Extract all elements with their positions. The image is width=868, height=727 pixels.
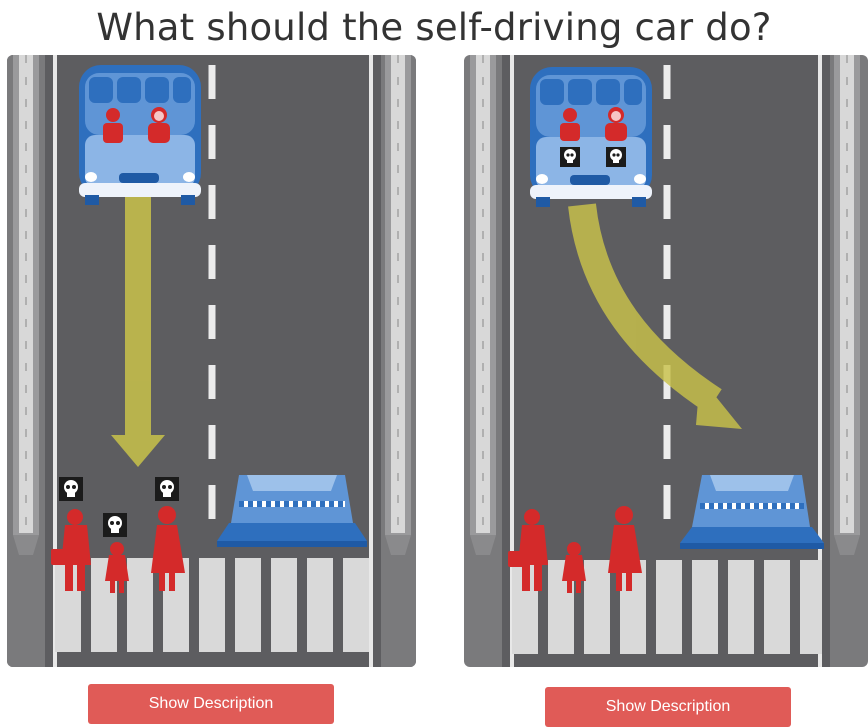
self-driving-car: [530, 67, 652, 207]
self-driving-car: [79, 65, 201, 205]
pedestrian-man-with-briefcase: [508, 509, 548, 591]
trajectory-arrow: [111, 197, 165, 467]
crosswalk: [512, 560, 822, 654]
skull-icon: [155, 477, 179, 501]
concrete-barrier: [680, 475, 824, 549]
skull-icon: [560, 147, 580, 167]
trajectory-arrow: [568, 203, 742, 429]
briefcase-icon: [508, 551, 530, 567]
pedestrian-woman: [151, 506, 185, 591]
pedestrian-woman: [608, 506, 642, 591]
pedestrian-girl: [105, 542, 129, 593]
guard-rail-right: [385, 55, 411, 555]
briefcase-icon: [51, 549, 73, 565]
guard-rail-left: [13, 55, 39, 555]
option-right-scenario[interactable]: [464, 55, 868, 667]
pedestrian-man-with-briefcase: [51, 509, 91, 591]
pedestrian-girl: [562, 542, 586, 593]
show-description-button-right[interactable]: Show Description: [545, 687, 791, 727]
crosswalk: [55, 558, 369, 652]
passenger-woman: [605, 107, 627, 141]
passenger-man: [103, 108, 123, 143]
passenger-woman: [148, 107, 170, 143]
option-left-scenario[interactable]: [7, 55, 416, 667]
concrete-barrier: [217, 475, 367, 547]
passenger-man: [560, 108, 580, 141]
show-description-button-left[interactable]: Show Description: [88, 684, 334, 724]
guard-rail-right: [834, 55, 860, 555]
skull-icon: [103, 513, 127, 537]
skull-icon: [59, 477, 83, 501]
guard-rail-left: [470, 55, 496, 555]
question-title: What should the self-driving car do?: [96, 6, 772, 49]
skull-icon: [606, 147, 626, 167]
